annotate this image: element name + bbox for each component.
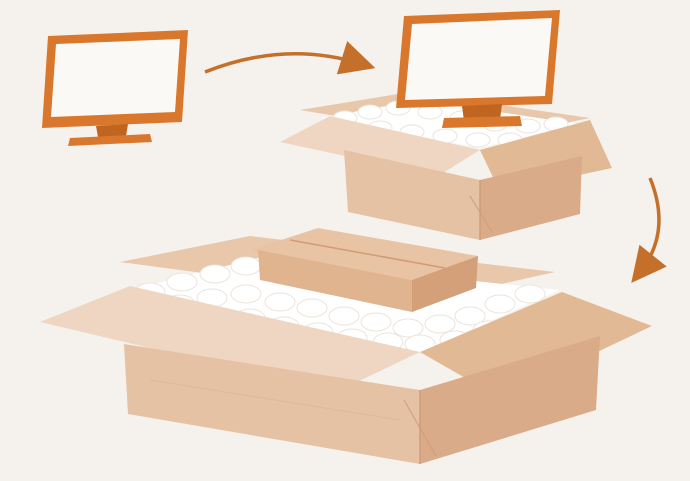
arrow-down (640, 178, 659, 272)
arrow-right (205, 54, 362, 72)
monitor-icon (42, 30, 188, 146)
box-with-monitor (280, 10, 612, 240)
large-box (40, 228, 652, 464)
